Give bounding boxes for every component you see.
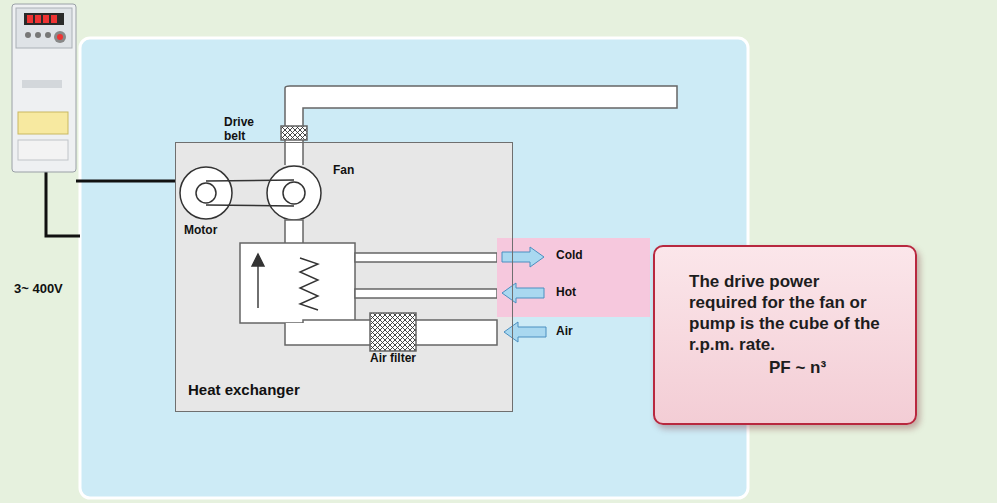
callout-box: The drive power required for the fan or … [653,245,917,425]
heat-exchanger-box: Heat exchanger [175,142,513,412]
panel [80,38,748,498]
part-label: Drive belt [224,116,268,144]
part-label: Motor [184,224,217,238]
flow-arrows [502,247,546,342]
part-label: Fan [333,164,354,178]
node-text: The drive power required for the fan or … [689,271,889,355]
duct [281,86,677,165]
inverter [12,4,76,172]
node-text: Heat exchanger [188,381,308,399]
part-label: Air [556,325,573,339]
housing-fill [175,142,513,412]
formula: PF ~ n³ [689,357,895,378]
part-label: Hot [556,286,576,300]
part-label: Air filter [370,352,416,366]
coil [252,254,318,310]
drive [180,166,321,220]
wires [46,172,175,236]
water-circuit [497,238,650,317]
part-label: 3~ 400V [14,282,63,297]
part-label: Cold [556,249,583,263]
pipes [240,220,497,351]
